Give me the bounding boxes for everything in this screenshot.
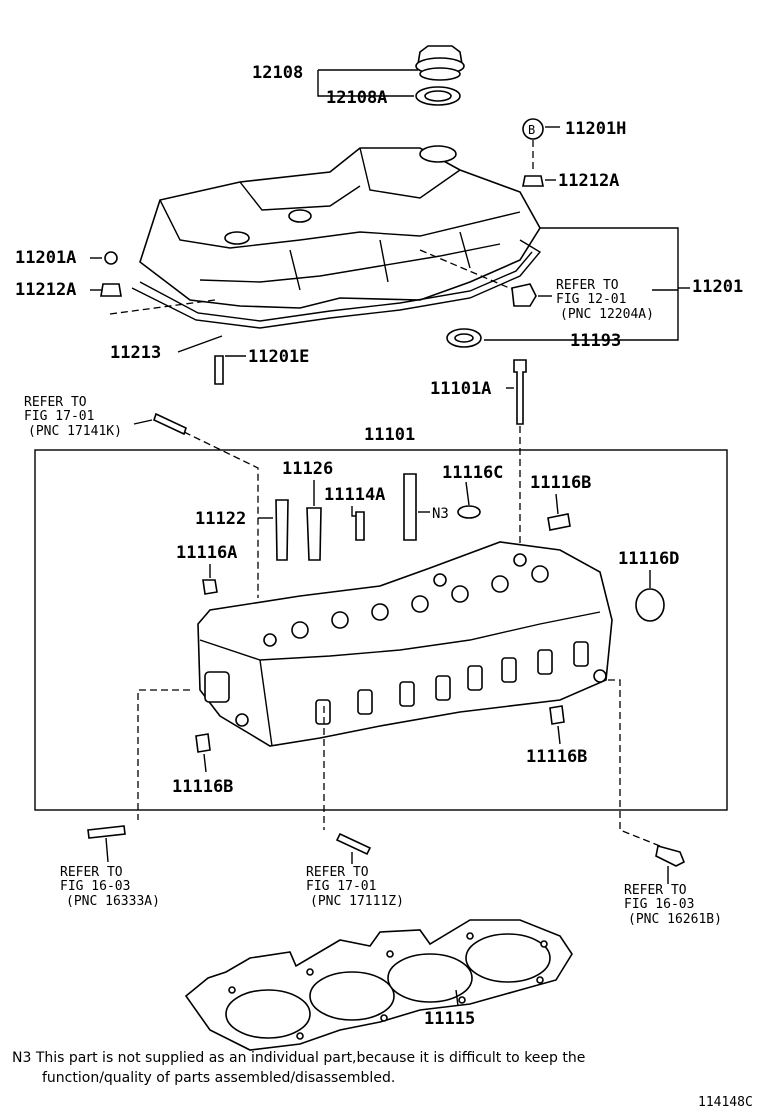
sensor-16261b	[655, 845, 686, 867]
head-cover-gasket	[131, 239, 542, 329]
ref4-line1: REFER TO	[306, 865, 369, 880]
label-11212a-left: 11212A	[15, 280, 76, 300]
ref2-line2: FIG 17-01	[24, 409, 94, 424]
label-12108a: 12108A	[326, 88, 387, 108]
label-11212a-top: 11212A	[558, 171, 619, 191]
label-11101: 11101	[364, 425, 415, 445]
pcv-valve	[511, 283, 537, 307]
plug-11116b-top	[547, 513, 571, 531]
sleeve-n3	[403, 473, 417, 541]
ref5-line3: (PNC 16261B)	[628, 912, 722, 927]
valve-guide-11122	[275, 499, 289, 561]
grommet-left	[100, 283, 122, 297]
ref2-line1: REFER TO	[24, 395, 87, 410]
ref3-line3: (PNC 16333A)	[66, 894, 160, 909]
label-12108: 12108	[252, 63, 303, 83]
ref1-line1: REFER TO	[556, 278, 619, 293]
label-11116c: 11116C	[442, 463, 503, 483]
label-n3: N3	[432, 506, 449, 522]
ref4-line2: FIG 17-01	[306, 879, 376, 894]
plug-11116b-right	[549, 705, 565, 725]
label-11126: 11126	[282, 459, 333, 479]
label-11114a: 11114A	[324, 485, 385, 505]
ref4-line3: (PNC 17111Z)	[310, 894, 404, 909]
cylinder-head	[197, 541, 613, 747]
pin-11114a	[355, 511, 365, 541]
valve-guide-11126	[306, 507, 322, 561]
ref2-line3: (PNC 17141K)	[28, 424, 122, 439]
marker-b-label: B	[528, 123, 535, 137]
plug-seal-11193	[446, 328, 482, 348]
ref1-line2: FIG 12-01	[556, 292, 626, 307]
cover-nut	[104, 251, 118, 265]
grommet-top	[522, 175, 544, 187]
stud-16333a	[87, 825, 126, 839]
label-11193: 11193	[570, 331, 621, 351]
ref5-line1: REFER TO	[624, 883, 687, 898]
stud-11201e	[214, 355, 224, 385]
label-11101a: 11101A	[430, 379, 491, 399]
plug-11116c	[457, 505, 481, 519]
ref1-line3: (PNC 12204A)	[560, 307, 654, 322]
stud-17111z	[335, 832, 372, 856]
label-11122: 11122	[195, 509, 246, 529]
label-11116b-right: 11116B	[526, 747, 587, 767]
label-11116a: 11116A	[176, 543, 237, 563]
plug-11116b-left	[195, 733, 211, 753]
head-gasket	[184, 919, 573, 1051]
plug-11116a	[202, 579, 218, 595]
ref3-line1: REFER TO	[60, 865, 123, 880]
label-11201h: 11201H	[565, 119, 626, 139]
cylinder-head-cover	[139, 145, 541, 309]
label-11213: 11213	[110, 343, 161, 363]
oil-filler-cap	[415, 45, 465, 81]
label-11201e: 11201E	[248, 347, 309, 367]
label-11116d: 11116D	[618, 549, 679, 569]
plug-11116d	[635, 588, 665, 622]
figure-id: 114148C	[698, 1095, 753, 1110]
label-11201: 11201	[692, 277, 743, 297]
footnote-line1: N3 This part is not supplied as an indiv…	[12, 1050, 585, 1066]
stud-17141k	[153, 412, 187, 436]
head-bolt-11101a	[513, 359, 527, 425]
marker-b	[522, 118, 544, 140]
ref3-line2: FIG 16-03	[60, 879, 130, 894]
assembly-box-11101	[34, 449, 728, 811]
label-11201a: 11201A	[15, 248, 76, 268]
filler-cap-gasket	[415, 86, 461, 106]
label-11116b-left: 11116B	[172, 777, 233, 797]
footnote-line2: function/quality of parts assembled/disa…	[42, 1070, 395, 1086]
label-11115: 11115	[424, 1009, 475, 1029]
label-11116b-top: 11116B	[530, 473, 591, 493]
ref5-line2: FIG 16-03	[624, 897, 694, 912]
